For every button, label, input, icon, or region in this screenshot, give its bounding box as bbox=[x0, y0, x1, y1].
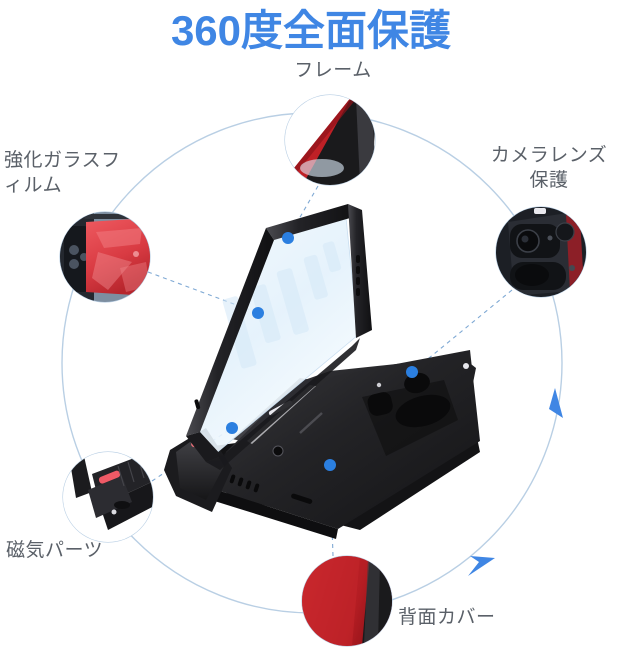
callout-circle-back-cover[interactable] bbox=[301, 555, 393, 647]
callout-circle-camera-lens[interactable] bbox=[495, 206, 587, 298]
callout-circle-magnetic-parts[interactable] bbox=[62, 451, 158, 543]
ring-arrow-bottom-icon bbox=[468, 556, 495, 576]
callout-label-magnetic-parts: 磁気パーツ bbox=[6, 540, 104, 561]
anchor-dots bbox=[226, 232, 418, 471]
side-button-slots bbox=[356, 255, 360, 296]
screen-content-blocks bbox=[222, 241, 342, 369]
callout-label-back-cover: 背面カバー bbox=[398, 607, 496, 628]
anchor-dot-frame bbox=[282, 232, 294, 244]
back-case-part bbox=[170, 350, 480, 539]
glass-film-circle-icon bbox=[60, 212, 150, 302]
callout-circle-glass-film[interactable] bbox=[59, 211, 152, 303]
anchor-dot-glass bbox=[252, 307, 264, 319]
speaker-slots bbox=[229, 474, 313, 504]
ring-arrow-right-icon bbox=[549, 388, 563, 418]
back-cover-circle-icon bbox=[302, 556, 392, 646]
callout-label-tempered-glass-film: 強化ガラスフ ィルム bbox=[4, 150, 121, 196]
camera-cutout-group bbox=[362, 372, 458, 456]
camera-lens-circle-icon bbox=[496, 207, 586, 297]
anchor-dot-camera bbox=[406, 366, 418, 378]
anchor-dot-magnet bbox=[226, 422, 238, 434]
magnet-circle-icon bbox=[63, 452, 153, 542]
callout-label-frame: フレーム bbox=[294, 60, 372, 81]
glass-screen-part bbox=[186, 204, 372, 470]
callout-label-camera-lens-protection: カメラレンズ 保護 bbox=[490, 145, 608, 191]
product-illustration bbox=[164, 204, 480, 539]
callout-circle-frame[interactable] bbox=[284, 94, 376, 186]
frame-circle-icon bbox=[285, 95, 375, 185]
page-title: 360度全面保護 bbox=[170, 7, 452, 54]
anchor-dot-back bbox=[324, 459, 336, 471]
